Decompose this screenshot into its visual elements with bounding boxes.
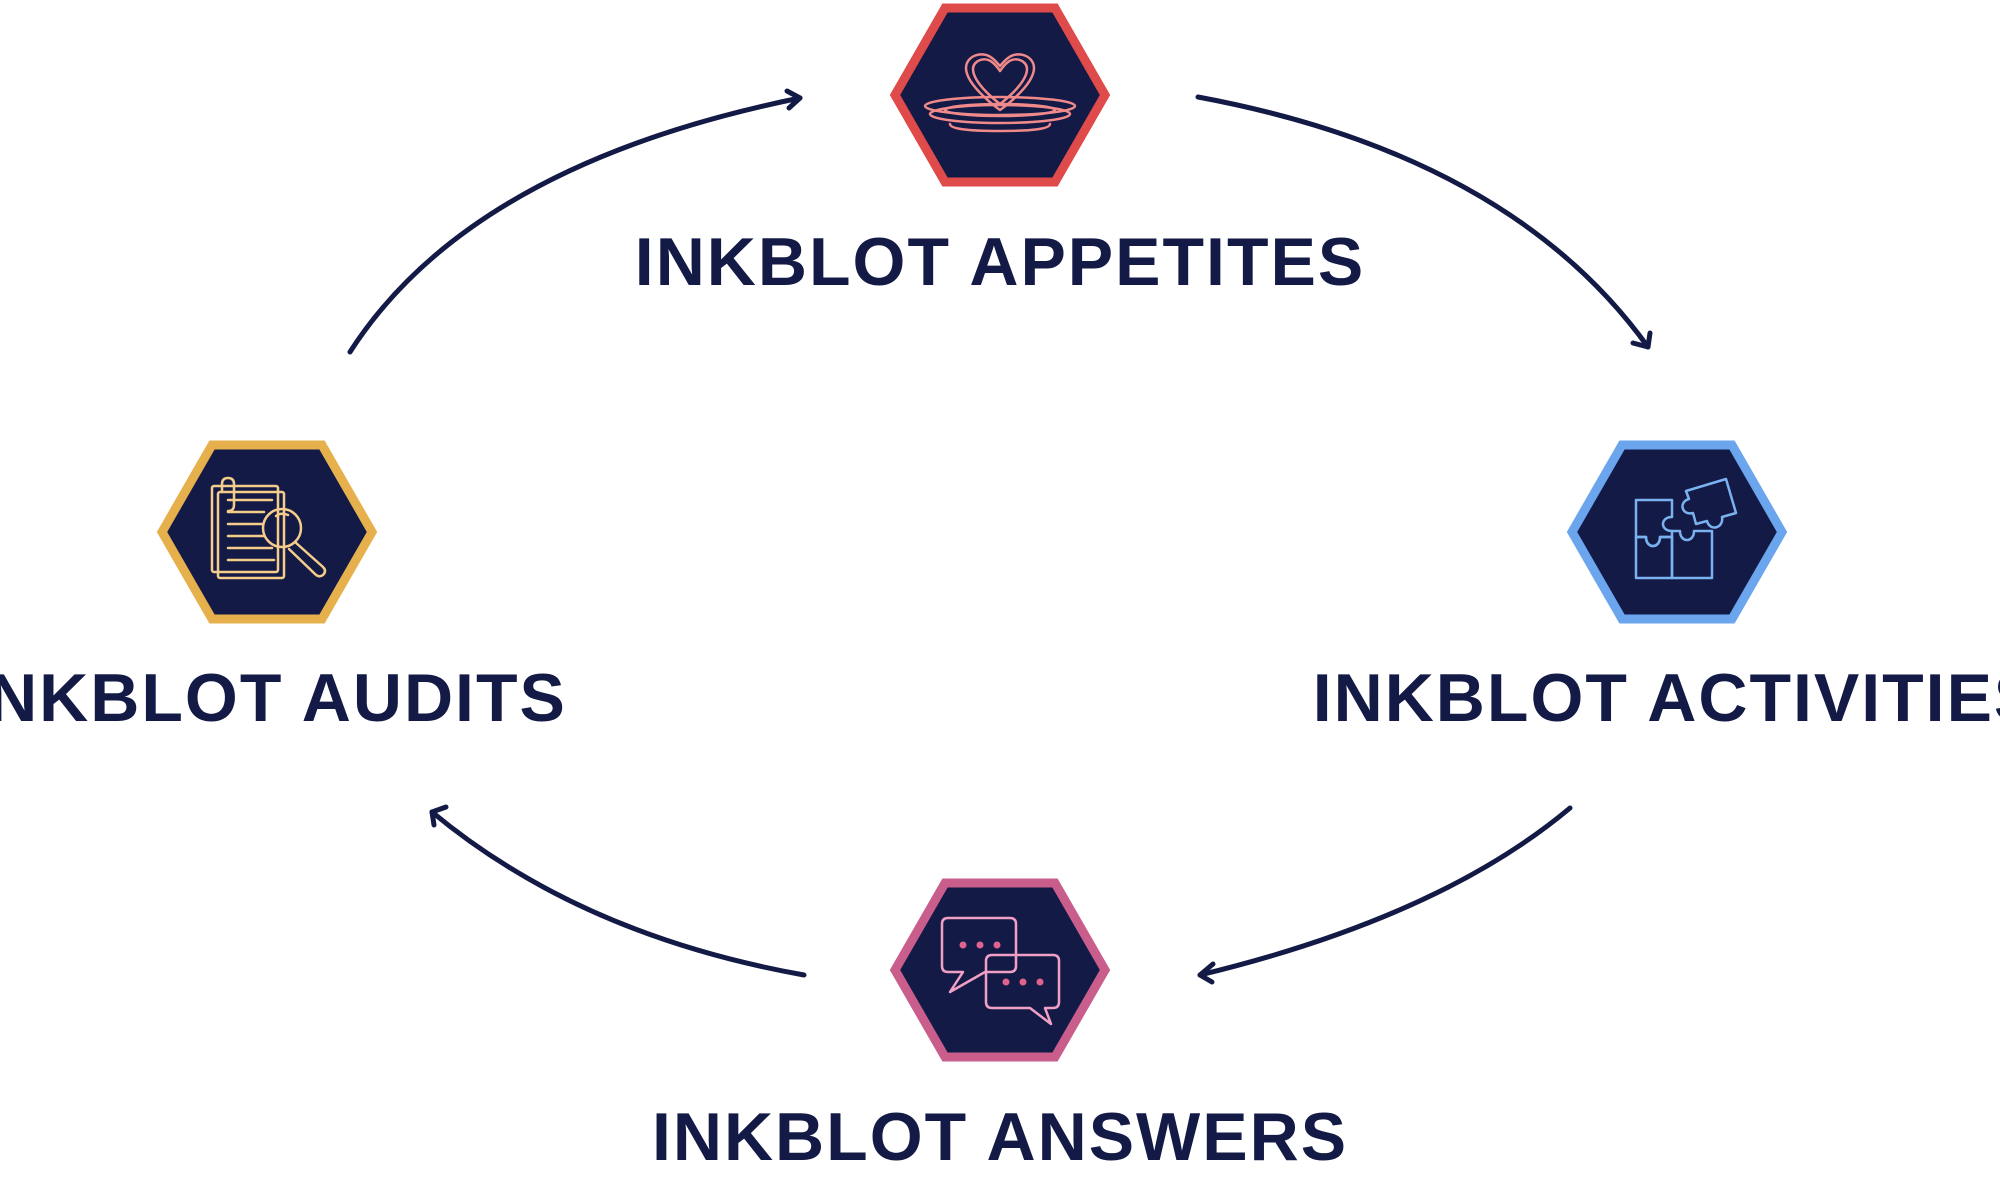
arrow-appetites-to-activities — [1195, 94, 1651, 350]
arrowhead-answers-icon — [1197, 961, 1216, 985]
node-activities: INKBLOT ACTIVITIES — [1313, 440, 2000, 736]
cycle-arrows — [347, 88, 1653, 985]
node-answers: INKBLOT ANSWERS — [652, 878, 1348, 1175]
arrowhead-appetites-icon — [784, 88, 803, 111]
hexagon-audits — [156, 440, 378, 624]
hexagon-appetites — [889, 3, 1111, 187]
node-appetites: INKBLOT APPETITES — [635, 3, 1365, 300]
label-appetites: INKBLOT APPETITES — [635, 224, 1365, 300]
arrow-audits-to-appetites — [347, 95, 803, 355]
hexagon-answers — [889, 878, 1111, 1062]
chat-bubbles-icon — [940, 916, 1061, 1026]
document-search-icon — [210, 476, 327, 580]
label-activities: INKBLOT ACTIVITIES — [1313, 660, 2000, 736]
label-audits: INKBLOT AUDITS — [0, 660, 567, 736]
arrow-answers-to-audits — [429, 809, 807, 978]
node-audits: INKBLOT AUDITS — [0, 440, 567, 736]
arrowhead-audits-icon — [429, 804, 449, 828]
arrow-activities-to-answers — [1197, 805, 1573, 978]
label-answers: INKBLOT ANSWERS — [652, 1099, 1348, 1175]
arrowhead-activities-icon — [1630, 330, 1653, 350]
puzzle-icon — [1634, 477, 1738, 580]
heart-plate-icon — [923, 53, 1077, 133]
